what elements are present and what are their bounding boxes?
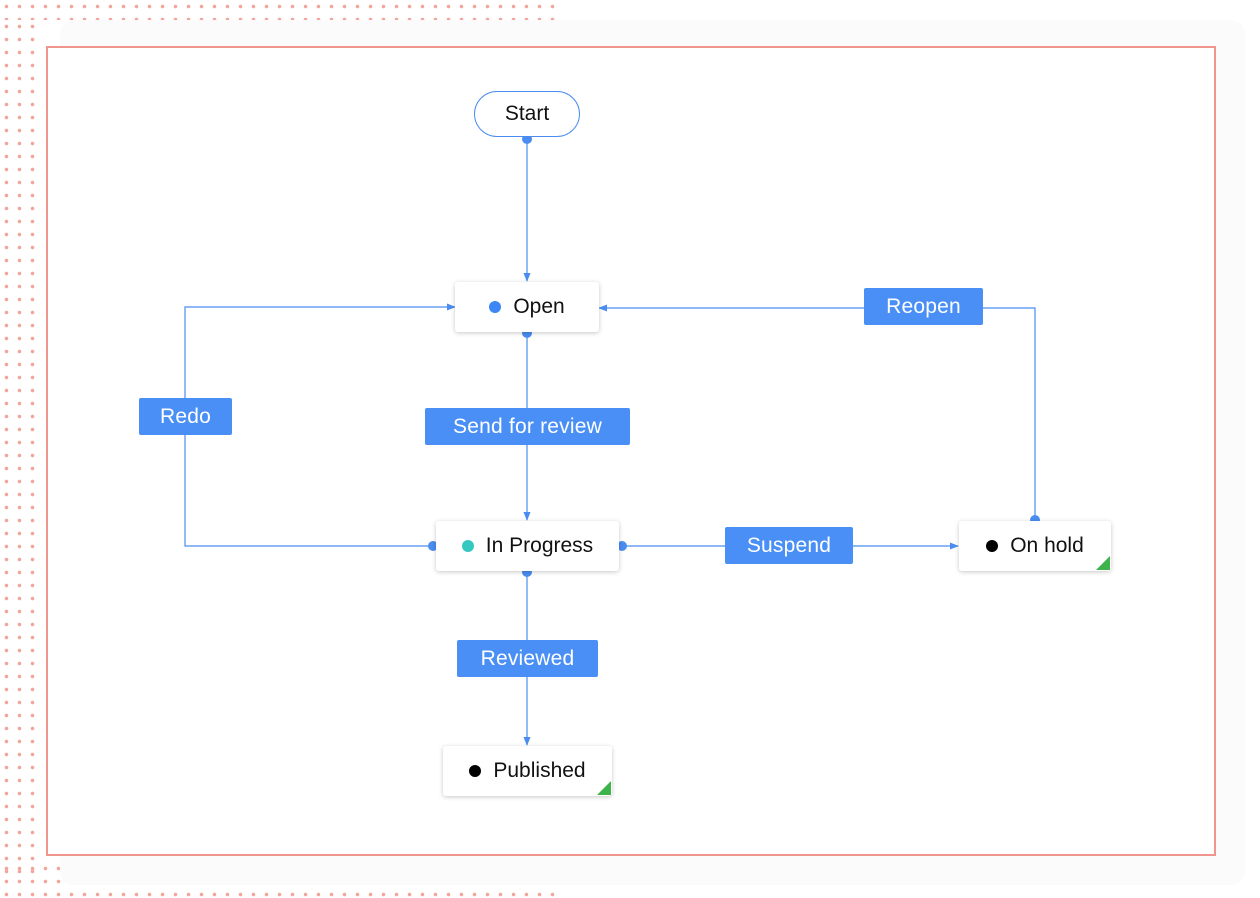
transition-reopen[interactable]: Reopen [864,288,983,325]
transition-label: Send for review [453,414,602,438]
port-inprogress-right [617,541,627,551]
state-label-open: Open [513,295,565,318]
state-label-published: Published [493,759,586,782]
state-node-on-hold[interactable]: On hold [959,521,1111,571]
state-label-on-hold: On hold [1010,534,1084,557]
on-hold-status-dot [986,540,999,552]
connector-reopen [598,304,1036,519]
start-node[interactable]: Start [474,91,580,137]
start-node-label: Start [504,102,550,125]
state-label-in-progress: In Progress [485,534,594,557]
transition-send-for-review[interactable]: Send for review [425,408,630,445]
state-node-open[interactable]: Open [455,282,599,332]
published-status-dot [469,765,482,777]
transition-label: Reviewed [480,646,575,670]
transition-label: Suspend [746,533,832,557]
terminal-flag-icon [597,781,611,795]
state-node-published[interactable]: Published [443,746,612,796]
open-status-dot [489,301,502,313]
transition-label: Reopen [886,294,961,318]
diagram-frame [46,46,1216,856]
dot-pattern-top [0,0,562,20]
in-progress-status-dot [461,540,474,552]
transition-label: Redo [159,404,211,428]
dot-pattern-left [0,20,36,882]
terminal-flag-icon [1096,556,1110,570]
transition-suspend[interactable]: Suspend [725,527,853,564]
port-inprogress-left [428,541,438,551]
transition-reviewed[interactable]: Reviewed [457,640,598,677]
state-node-in-progress[interactable]: In Progress [436,521,619,571]
transition-redo[interactable]: Redo [139,398,232,435]
